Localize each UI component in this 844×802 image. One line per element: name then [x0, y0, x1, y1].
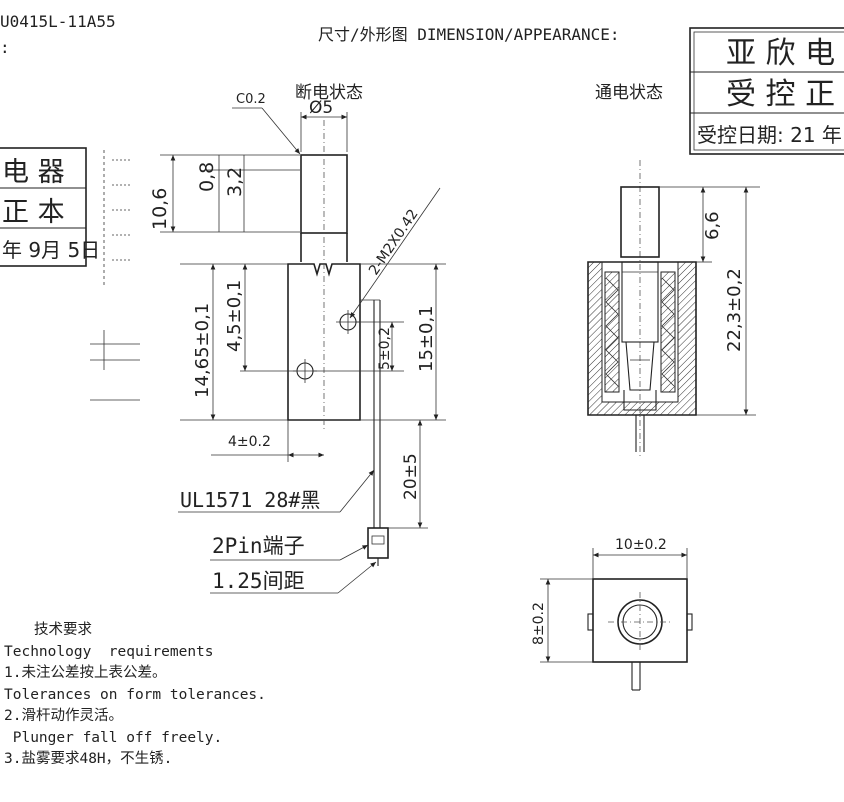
callout-terminal: 2Pin端子	[212, 534, 305, 558]
requirements-title-en: Technology requirements	[4, 643, 214, 660]
right-stamp-line2: 受 控 正	[726, 77, 835, 112]
left-stamp: 电 器 正 本 年 9月 5日	[0, 147, 140, 401]
front-view	[160, 107, 446, 566]
part-number-colon: :	[0, 38, 10, 57]
dim-10-6: 10,6	[149, 188, 171, 230]
dim-8: 8±0.2	[531, 602, 547, 645]
part-number: U0415L-11A55	[0, 12, 116, 31]
dim-plunger-dia: Ø5	[309, 98, 333, 118]
dim-10: 10±0.2	[615, 537, 667, 553]
requirement-2-cn: 2.滑杆动作灵活。	[4, 708, 123, 724]
callout-pitch: 1.25间距	[212, 569, 305, 593]
dim-22-3: 22,3±0,2	[724, 268, 745, 352]
dim-20: 20±5	[401, 453, 421, 500]
left-stamp-line2: 正 本	[2, 197, 65, 228]
on-state-label: 通电状态	[595, 83, 663, 103]
dim-6-6: 6,6	[702, 211, 723, 240]
callout-leaders	[178, 469, 377, 594]
dim-4: 4±0.2	[228, 434, 271, 450]
right-stamp-line1: 亚 欣 电	[726, 36, 835, 71]
dim-3-2: 3,2	[224, 167, 246, 197]
technical-requirements: 技术要求 Technology requirements 1.未注公差按上表公差…	[4, 620, 266, 771]
requirement-3-cn: 3.盐雾要求48H，不生锈.	[4, 751, 173, 767]
dim-0-8: 0,8	[196, 162, 218, 192]
section-view	[587, 160, 760, 458]
dim-5: 5±0,2	[377, 327, 393, 370]
top-view	[540, 548, 693, 691]
dim-thread: 2-M2X0.42	[366, 207, 422, 279]
section-title: 尺寸/外形图 DIMENSION/APPEARANCE:	[318, 25, 620, 44]
dim-14-65: 14,65±0,1	[192, 303, 213, 398]
left-stamp-line1: 电 器	[2, 157, 65, 188]
dim-chamfer: C0.2	[236, 92, 266, 107]
dim-15: 15±0,1	[416, 305, 437, 372]
left-stamp-line3: 年 9月 5日	[2, 238, 100, 262]
requirement-2-en: Plunger fall off freely.	[4, 729, 223, 746]
right-stamp-line3: 受控日期: 21 年	[697, 123, 842, 147]
off-state-label: 断电状态	[295, 83, 363, 103]
requirement-1-en: Tolerances on form tolerances.	[4, 686, 266, 703]
right-stamp: 亚 欣 电 受 控 正 受控日期: 21 年	[689, 27, 844, 155]
callout-wire: UL1571 28#黑	[180, 488, 320, 512]
requirements-title: 技术要求	[34, 622, 92, 638]
requirement-1-cn: 1.未注公差按上表公差。	[4, 665, 167, 681]
dim-4-5: 4,5±0,1	[224, 280, 245, 352]
